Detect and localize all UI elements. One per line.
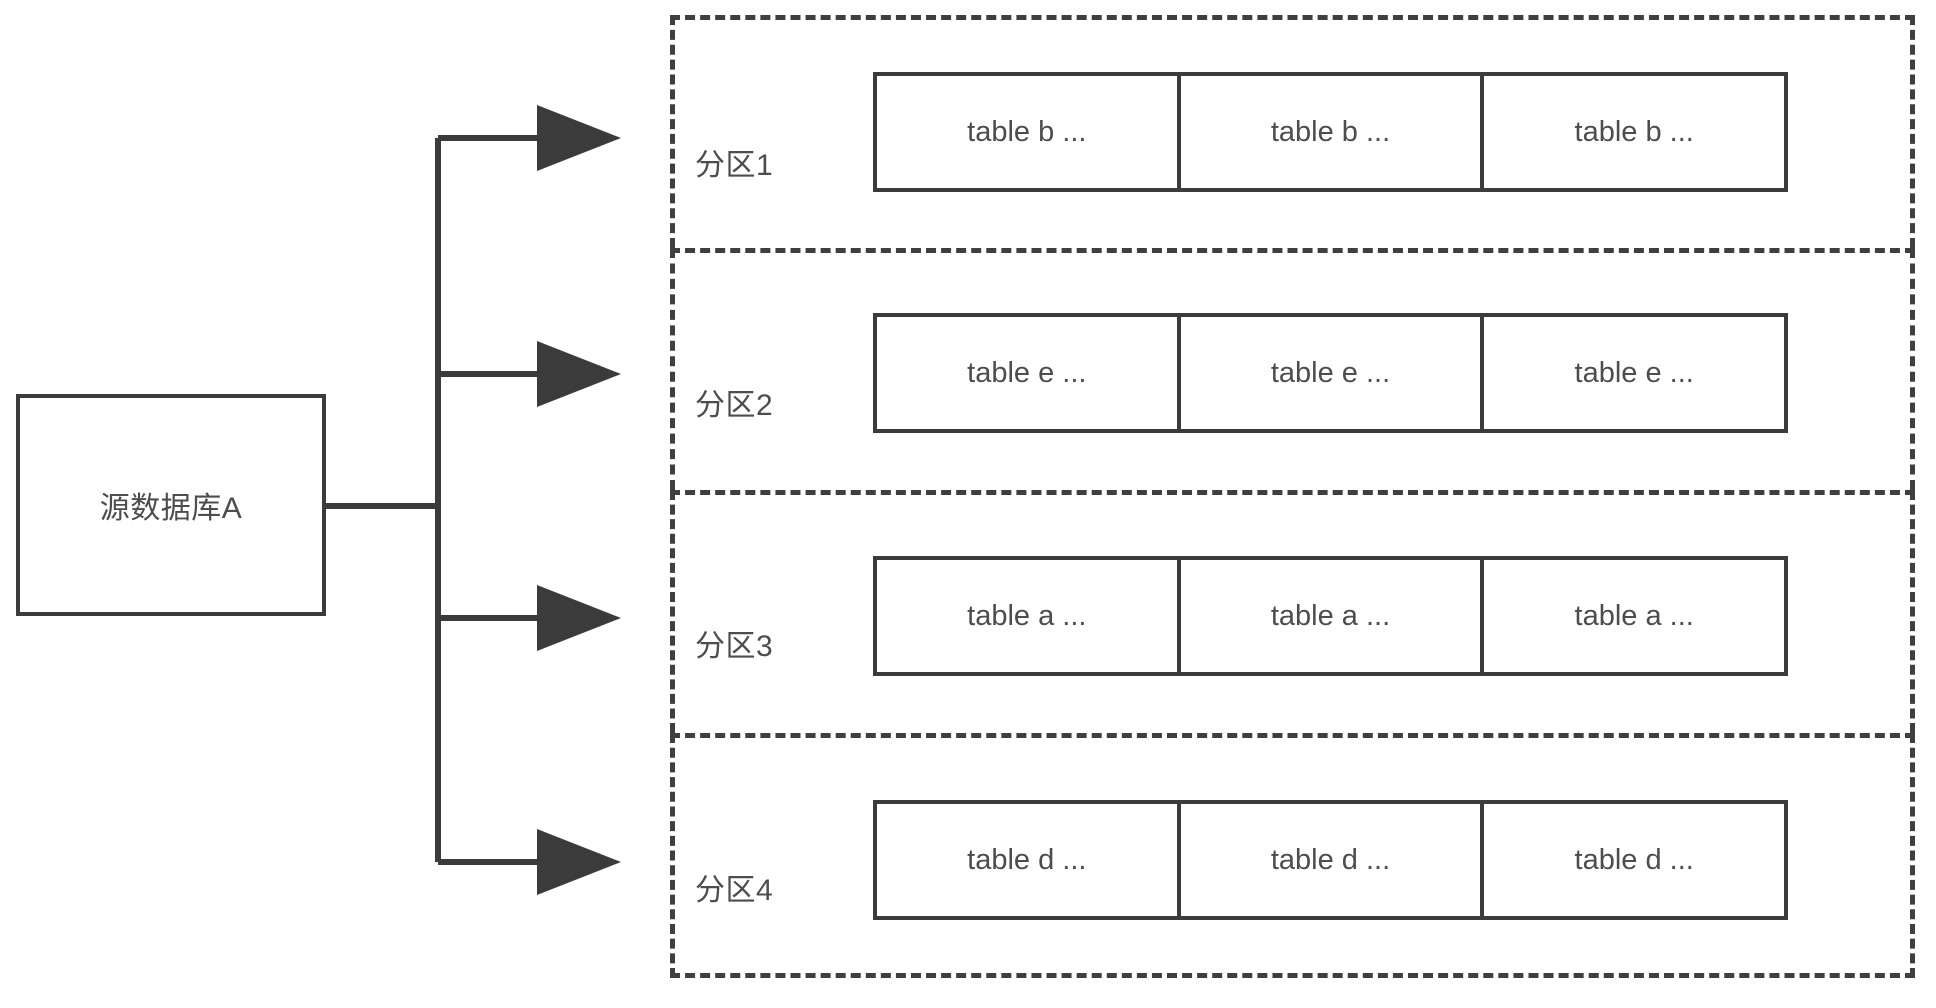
table-cell[interactable]: table d ... <box>1484 804 1785 916</box>
partition-3-table-strip: table a ... table a ... table a ... <box>873 556 1788 676</box>
table-cell-label: table d ... <box>1574 843 1694 876</box>
partitions-container: 分区1 table b ... table b ... table b ... … <box>670 15 1915 978</box>
table-cell-label: table e ... <box>1574 356 1694 389</box>
table-cell[interactable]: table d ... <box>1180 804 1485 916</box>
table-cell-label: table b ... <box>1270 115 1391 148</box>
table-cell[interactable]: table b ... <box>1484 76 1785 188</box>
table-cell-label: table a ... <box>1270 599 1391 632</box>
table-cell-label: table e ... <box>1270 356 1391 389</box>
source-database-label: 源数据库A <box>99 492 243 525</box>
partition-4[interactable]: 分区4 table d ... table d ... table d ... <box>670 733 1915 978</box>
partition-4-label: 分区4 <box>695 874 774 907</box>
partition-1[interactable]: 分区1 table b ... table b ... table b ... <box>670 15 1915 248</box>
table-cell[interactable]: table a ... <box>877 560 1181 672</box>
table-cell-label: table a ... <box>967 599 1087 632</box>
table-cell[interactable]: table d ... <box>877 804 1181 916</box>
partition-2[interactable]: 分区2 table e ... table e ... table e ... <box>670 248 1915 490</box>
table-cell-label: table a ... <box>1574 599 1694 632</box>
table-cell-label: table b ... <box>1574 115 1694 148</box>
table-cell[interactable]: table a ... <box>1180 560 1485 672</box>
table-cell[interactable]: table b ... <box>877 76 1181 188</box>
source-database-node[interactable]: 源数据库A <box>16 394 326 616</box>
table-cell[interactable]: table e ... <box>1484 317 1785 429</box>
table-cell-label: table d ... <box>1270 843 1391 876</box>
partition-3-label: 分区3 <box>695 630 774 663</box>
table-cell[interactable]: table e ... <box>877 317 1181 429</box>
partition-4-table-strip: table d ... table d ... table d ... <box>873 800 1788 920</box>
partition-2-table-strip: table e ... table e ... table e ... <box>873 313 1788 433</box>
table-cell[interactable]: table a ... <box>1484 560 1785 672</box>
table-cell[interactable]: table b ... <box>1180 76 1485 188</box>
table-cell-label: table d ... <box>967 843 1087 876</box>
partition-1-table-strip: table b ... table b ... table b ... <box>873 72 1788 192</box>
table-cell[interactable]: table e ... <box>1180 317 1485 429</box>
table-cell-label: table e ... <box>967 356 1087 389</box>
partition-2-label: 分区2 <box>695 389 774 422</box>
partition-1-label: 分区1 <box>695 149 774 182</box>
partition-3[interactable]: 分区3 table a ... table a ... table a ... <box>670 490 1915 733</box>
table-cell-label: table b ... <box>967 115 1087 148</box>
